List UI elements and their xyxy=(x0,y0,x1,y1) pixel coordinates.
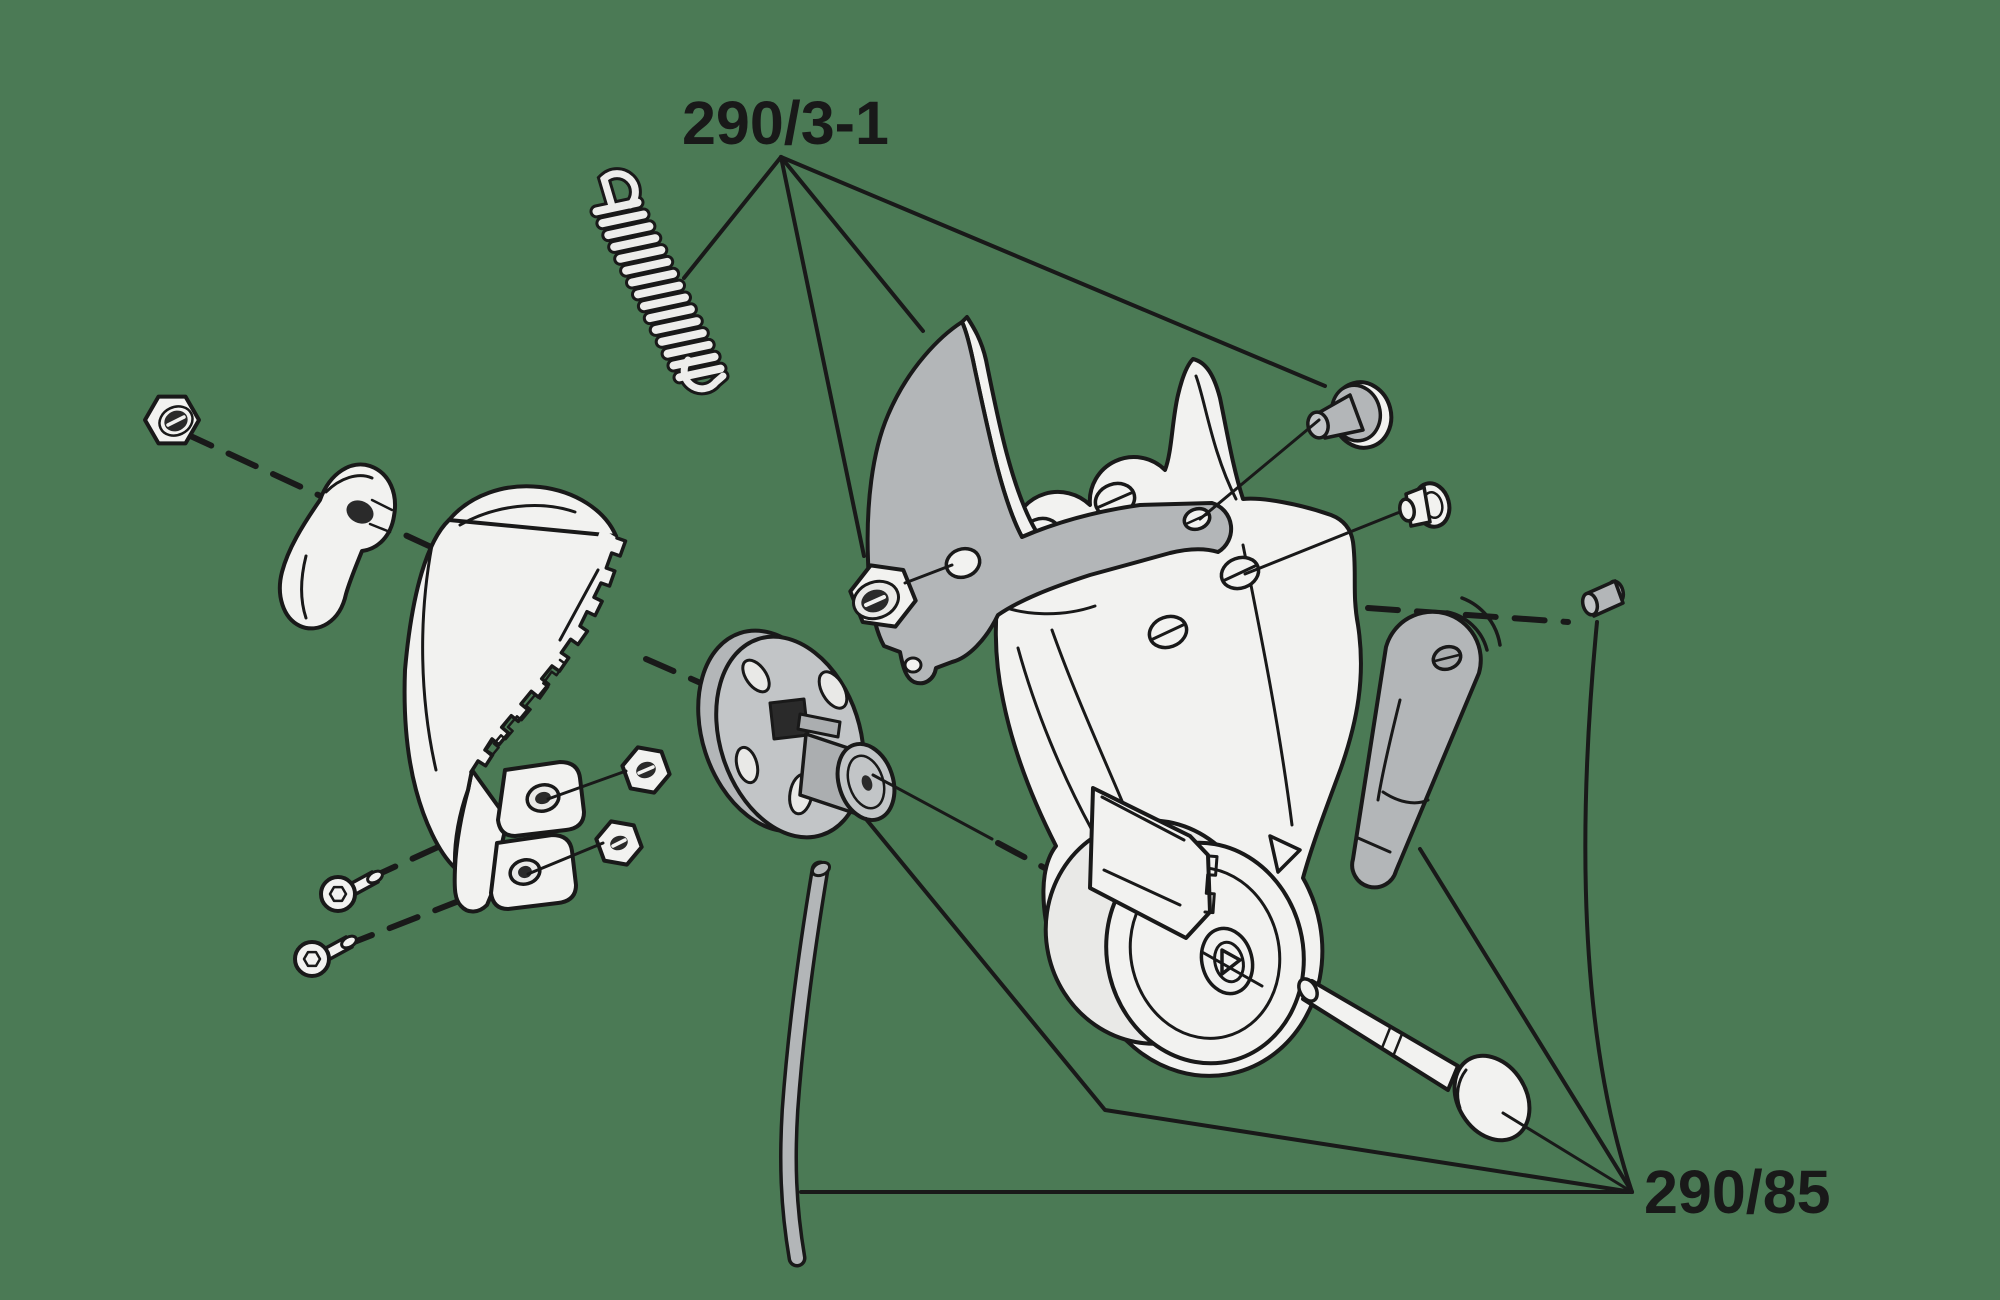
head-body xyxy=(993,357,1363,1078)
carriage-bolt xyxy=(1297,977,1532,1143)
pulley-spool xyxy=(696,628,897,840)
socket-screw-upper xyxy=(319,869,384,913)
part-label-290-85: 290/85 xyxy=(1644,1158,1831,1226)
hex-nut xyxy=(143,394,201,446)
pull-rope xyxy=(778,860,832,1268)
shoulder-bolt xyxy=(1306,380,1394,450)
part-label-290-3-1: 290/3-1 xyxy=(682,89,889,157)
ear-nut-lower xyxy=(594,819,644,867)
callout-lines-group-bottom xyxy=(799,620,1634,1194)
rope-guide-bracket xyxy=(1088,786,1219,940)
cutting-blade xyxy=(865,315,1234,686)
extension-spring xyxy=(589,167,730,396)
leader-lines xyxy=(526,418,1634,1194)
ear-nut-upper xyxy=(620,745,672,795)
latch-lever xyxy=(1350,596,1502,890)
hook-ear-upper xyxy=(496,760,586,838)
serrated-hook xyxy=(402,484,628,914)
pivot-locknut xyxy=(848,563,918,629)
socket-screw-lower xyxy=(293,934,358,978)
flange-screw xyxy=(1398,481,1452,529)
cylindrical-pin xyxy=(1580,579,1626,618)
thumb-catch xyxy=(277,462,397,631)
callout-lines-group-top xyxy=(682,155,1327,558)
